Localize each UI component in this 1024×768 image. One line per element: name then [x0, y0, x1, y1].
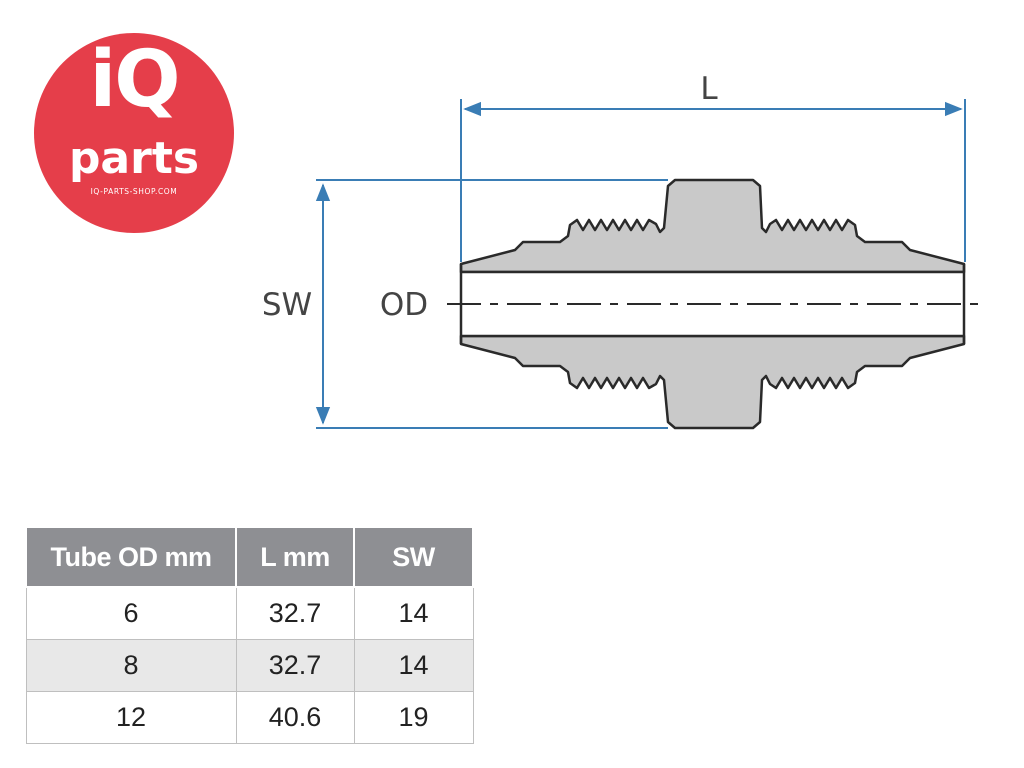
table-row: 12 40.6 19	[25, 691, 474, 744]
union-fitting	[459, 178, 966, 430]
cell-sw: 14	[353, 586, 474, 640]
wrench-size-dimension: SW	[262, 179, 668, 429]
cell-length: 32.7	[235, 586, 355, 640]
table-row: 8 32.7 14	[25, 639, 474, 692]
table-header-row: Tube OD mm L mm SW	[25, 526, 474, 588]
cell-tube-od: 8	[25, 639, 237, 692]
cell-sw: 19	[353, 691, 474, 744]
table-row: 6 32.7 14	[25, 586, 474, 640]
cell-length: 32.7	[235, 639, 355, 692]
fitting-diagram: L SW OD	[262, 71, 982, 430]
brand-logo: iQ parts IQ-PARTS-SHOP.COM	[34, 33, 234, 233]
logo-text-parts: parts	[68, 133, 200, 184]
logo-url: IQ-PARTS-SHOP.COM	[90, 187, 178, 196]
header-length: L mm	[235, 526, 355, 588]
fitting-lower-half	[459, 334, 966, 430]
header-sw: SW	[353, 526, 474, 588]
fitting-upper-half	[459, 178, 966, 274]
length-label: L	[700, 71, 718, 107]
cell-tube-od: 12	[25, 691, 237, 744]
sw-label: SW	[262, 287, 312, 323]
spec-table: Tube OD mm L mm SW 6 32.7 14 8 32.7 14 1…	[25, 526, 474, 744]
cell-tube-od: 6	[25, 586, 237, 640]
od-label: OD	[380, 287, 428, 323]
logo-text-iq: iQ	[89, 35, 180, 125]
header-tube-od: Tube OD mm	[25, 526, 237, 588]
cell-sw: 14	[353, 639, 474, 692]
cell-length: 40.6	[235, 691, 355, 744]
